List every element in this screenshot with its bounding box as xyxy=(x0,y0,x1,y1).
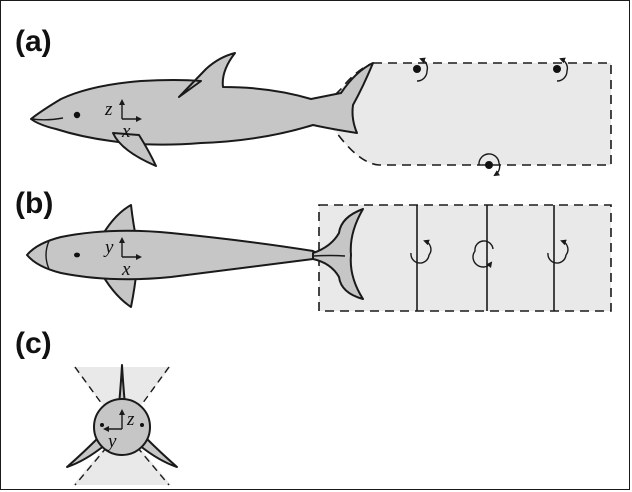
eye-side xyxy=(74,112,80,118)
axis-label-horizontal-b: x xyxy=(121,259,131,280)
vortex-core xyxy=(413,65,421,73)
axis-label-horizontal-c: y xyxy=(106,431,117,452)
tail-midline xyxy=(313,256,345,257)
axis-label-horizontal-a: x xyxy=(121,121,131,142)
eye-top xyxy=(74,253,80,258)
dolphin-body-top xyxy=(27,231,317,280)
dolphin-top-view xyxy=(27,205,363,307)
panel-c-label: (c) xyxy=(15,327,52,360)
axis-label-vertical-a: z xyxy=(104,99,113,120)
panel-a-label: (a) xyxy=(15,25,52,58)
wake-region-b xyxy=(319,205,611,311)
axis-label-vertical-c: z xyxy=(126,409,135,430)
panel-b-label: (b) xyxy=(15,187,53,220)
dolphin-side-view xyxy=(31,53,373,166)
dolphin-body-side xyxy=(31,53,373,145)
panel-c: (c) z y xyxy=(15,327,177,485)
panel-b: (b) y x xyxy=(15,187,611,311)
vortex-core xyxy=(485,161,493,169)
eye-front-right xyxy=(140,423,144,427)
vortex-core xyxy=(553,65,561,73)
axis-label-vertical-b: y xyxy=(103,237,114,258)
eye-front-left xyxy=(100,423,104,427)
panel-a: (a) z x xyxy=(15,25,611,175)
